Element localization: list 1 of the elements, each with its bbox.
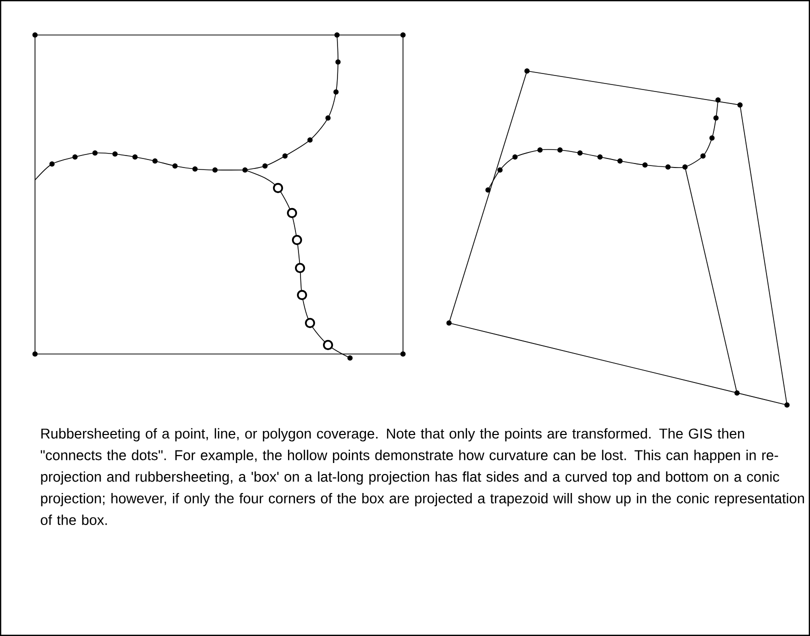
caption: Rubbersheeting of a point, line, or polygon coverage. Note that only the points are transformed. The GIS then "connects the dots". For example, the hollow points demonstrate how curvature can be lost. This can happen in re-projection and rubbersheeting, a 'box' on a lat-long projection has flat sides and a curved top and bottom on a conic projection; however, if only the four corners of the box are projected a trapezoid will show up in the conic representation of the box.: [40, 428, 804, 526]
